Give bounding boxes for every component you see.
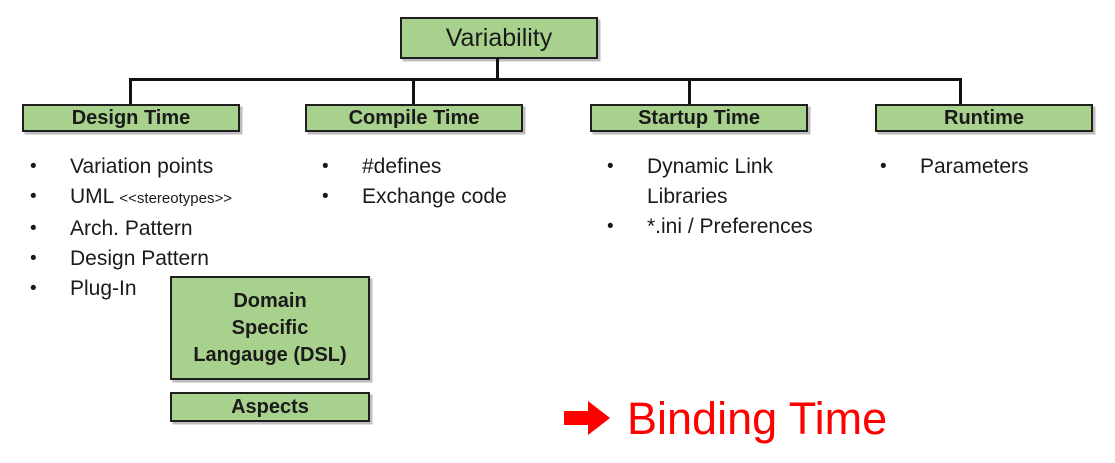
- header-box-startup-time: Startup Time: [590, 104, 808, 132]
- variability-root-box: Variability: [400, 17, 598, 59]
- list-item: • Arch. Pattern: [30, 214, 302, 244]
- list-item: • Plug-In: [30, 274, 302, 304]
- bullet-icon: •: [30, 186, 37, 207]
- header-label-design-time: Design Time: [71, 106, 191, 129]
- binding-time-annotation: Binding Time: [564, 390, 887, 446]
- variability-label: Variability: [445, 23, 553, 52]
- list-item: • Parameters: [880, 152, 1100, 182]
- connector-stem: [496, 58, 499, 79]
- connector-drop-startup: [688, 80, 691, 106]
- header-box-compile-time: Compile Time: [305, 104, 523, 132]
- bullet-list-runtime: • Parameters: [880, 152, 1100, 182]
- bullet-icon: •: [322, 156, 329, 177]
- list-item-text: *.ini / Preferences: [647, 215, 813, 238]
- list-item: • Dynamic Link Libraries: [607, 152, 819, 212]
- connector-drop-compile: [412, 80, 415, 106]
- binding-time-label: Binding Time: [627, 392, 888, 444]
- aspects-label: Aspects: [231, 395, 309, 418]
- list-item-text: #defines: [362, 155, 442, 178]
- dsl-line-2: Specific: [231, 316, 309, 339]
- connector-drop-runtime: [959, 80, 962, 106]
- bullet-icon: •: [30, 248, 37, 269]
- right-arrow-icon: [564, 401, 610, 435]
- list-item: • UML <<stereotypes>>: [30, 182, 302, 214]
- list-item: • Variation points: [30, 152, 302, 182]
- list-item-text: Parameters: [920, 155, 1029, 178]
- aspects-box: Aspects: [170, 392, 370, 422]
- bullet-icon: •: [30, 218, 37, 239]
- list-item: • Exchange code: [322, 182, 552, 212]
- list-item-text: Variation points: [70, 155, 214, 178]
- bullet-list-compile-time: • #defines • Exchange code: [322, 152, 552, 212]
- list-item: • Design Pattern: [30, 244, 302, 274]
- dsl-box: Domain Specific Langauge (DSL): [170, 276, 370, 380]
- header-box-runtime: Runtime: [875, 104, 1093, 132]
- header-label-compile-time: Compile Time: [348, 106, 480, 129]
- dsl-line-1: Domain: [233, 289, 307, 312]
- bullet-icon: •: [880, 156, 887, 177]
- list-item-text: UML <<stereotypes>>: [70, 182, 302, 214]
- bullet-list-design-time: • Variation points • UML <<stereotypes>>…: [30, 152, 302, 304]
- list-item-text: Exchange code: [362, 185, 507, 208]
- list-item: • *.ini / Preferences: [607, 212, 819, 242]
- bullet-icon: •: [30, 156, 37, 177]
- list-item-text: Design Pattern: [70, 247, 209, 270]
- connector-horizontal: [129, 78, 962, 81]
- header-box-design-time: Design Time: [22, 104, 240, 132]
- list-item-text-main: UML: [70, 185, 114, 208]
- dsl-line-3: Langauge (DSL): [193, 343, 347, 366]
- list-item: • #defines: [322, 152, 552, 182]
- bullet-icon: •: [607, 156, 614, 177]
- list-item-text-small: <<stereotypes>>: [119, 190, 232, 207]
- list-item-text: Plug-In: [70, 277, 137, 300]
- connector-drop-design: [129, 80, 132, 106]
- list-item-text: Dynamic Link Libraries: [647, 155, 774, 208]
- bullet-icon: •: [607, 216, 614, 237]
- list-item-text: Arch. Pattern: [70, 217, 193, 240]
- header-label-runtime: Runtime: [944, 106, 1024, 129]
- header-label-startup-time: Startup Time: [638, 106, 760, 129]
- bullet-list-startup-time: • Dynamic Link Libraries • *.ini / Prefe…: [607, 152, 819, 242]
- bullet-icon: •: [322, 186, 329, 207]
- bullet-icon: •: [30, 278, 37, 299]
